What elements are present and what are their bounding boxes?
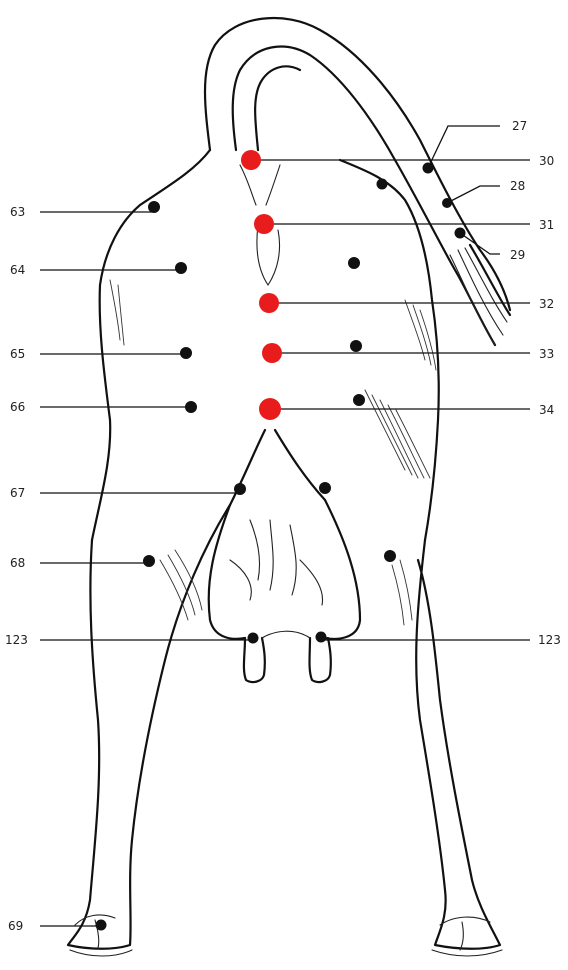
label-29: 29 bbox=[510, 248, 525, 262]
label-64: 64 bbox=[10, 263, 25, 277]
point-64-right[interactable] bbox=[348, 257, 360, 269]
point-32[interactable] bbox=[259, 293, 279, 313]
point-123-right[interactable] bbox=[316, 632, 327, 643]
point-66-right[interactable] bbox=[353, 394, 365, 406]
cow-outline bbox=[68, 18, 510, 956]
label-32: 32 bbox=[539, 297, 554, 311]
label-63: 63 bbox=[10, 205, 25, 219]
label-68: 68 bbox=[10, 556, 25, 570]
label-65: 65 bbox=[10, 347, 25, 361]
point-66[interactable] bbox=[185, 401, 197, 413]
label-66: 66 bbox=[10, 400, 25, 414]
point-hip-right[interactable] bbox=[377, 179, 388, 190]
point-34[interactable] bbox=[259, 398, 281, 420]
point-67-right[interactable] bbox=[319, 482, 331, 494]
label-69: 69 bbox=[8, 919, 23, 933]
point-28[interactable] bbox=[442, 198, 452, 208]
leader-lines bbox=[40, 126, 530, 926]
label-28: 28 bbox=[510, 179, 525, 193]
point-68[interactable] bbox=[143, 555, 155, 567]
point-29[interactable] bbox=[455, 228, 466, 239]
label-31: 31 bbox=[539, 218, 554, 232]
point-30[interactable] bbox=[241, 150, 261, 170]
label-27: 27 bbox=[512, 119, 527, 133]
point-labels: 27 30 28 31 29 32 33 34 63 64 65 66 67 6… bbox=[5, 119, 561, 933]
point-64[interactable] bbox=[175, 262, 187, 274]
point-31[interactable] bbox=[254, 214, 274, 234]
point-63[interactable] bbox=[148, 201, 160, 213]
label-67: 67 bbox=[10, 486, 25, 500]
label-123-left: 123 bbox=[5, 633, 28, 647]
point-68-right[interactable] bbox=[384, 550, 396, 562]
point-123-left[interactable] bbox=[248, 633, 259, 644]
label-34: 34 bbox=[539, 403, 554, 417]
point-65[interactable] bbox=[180, 347, 192, 359]
point-65-right[interactable] bbox=[350, 340, 362, 352]
point-33[interactable] bbox=[262, 343, 282, 363]
point-27[interactable] bbox=[423, 163, 434, 174]
point-67[interactable] bbox=[234, 483, 246, 495]
label-123-right: 123 bbox=[538, 633, 561, 647]
acupoints bbox=[96, 150, 466, 931]
label-33: 33 bbox=[539, 347, 554, 361]
point-69[interactable] bbox=[96, 920, 107, 931]
label-30: 30 bbox=[539, 154, 554, 168]
